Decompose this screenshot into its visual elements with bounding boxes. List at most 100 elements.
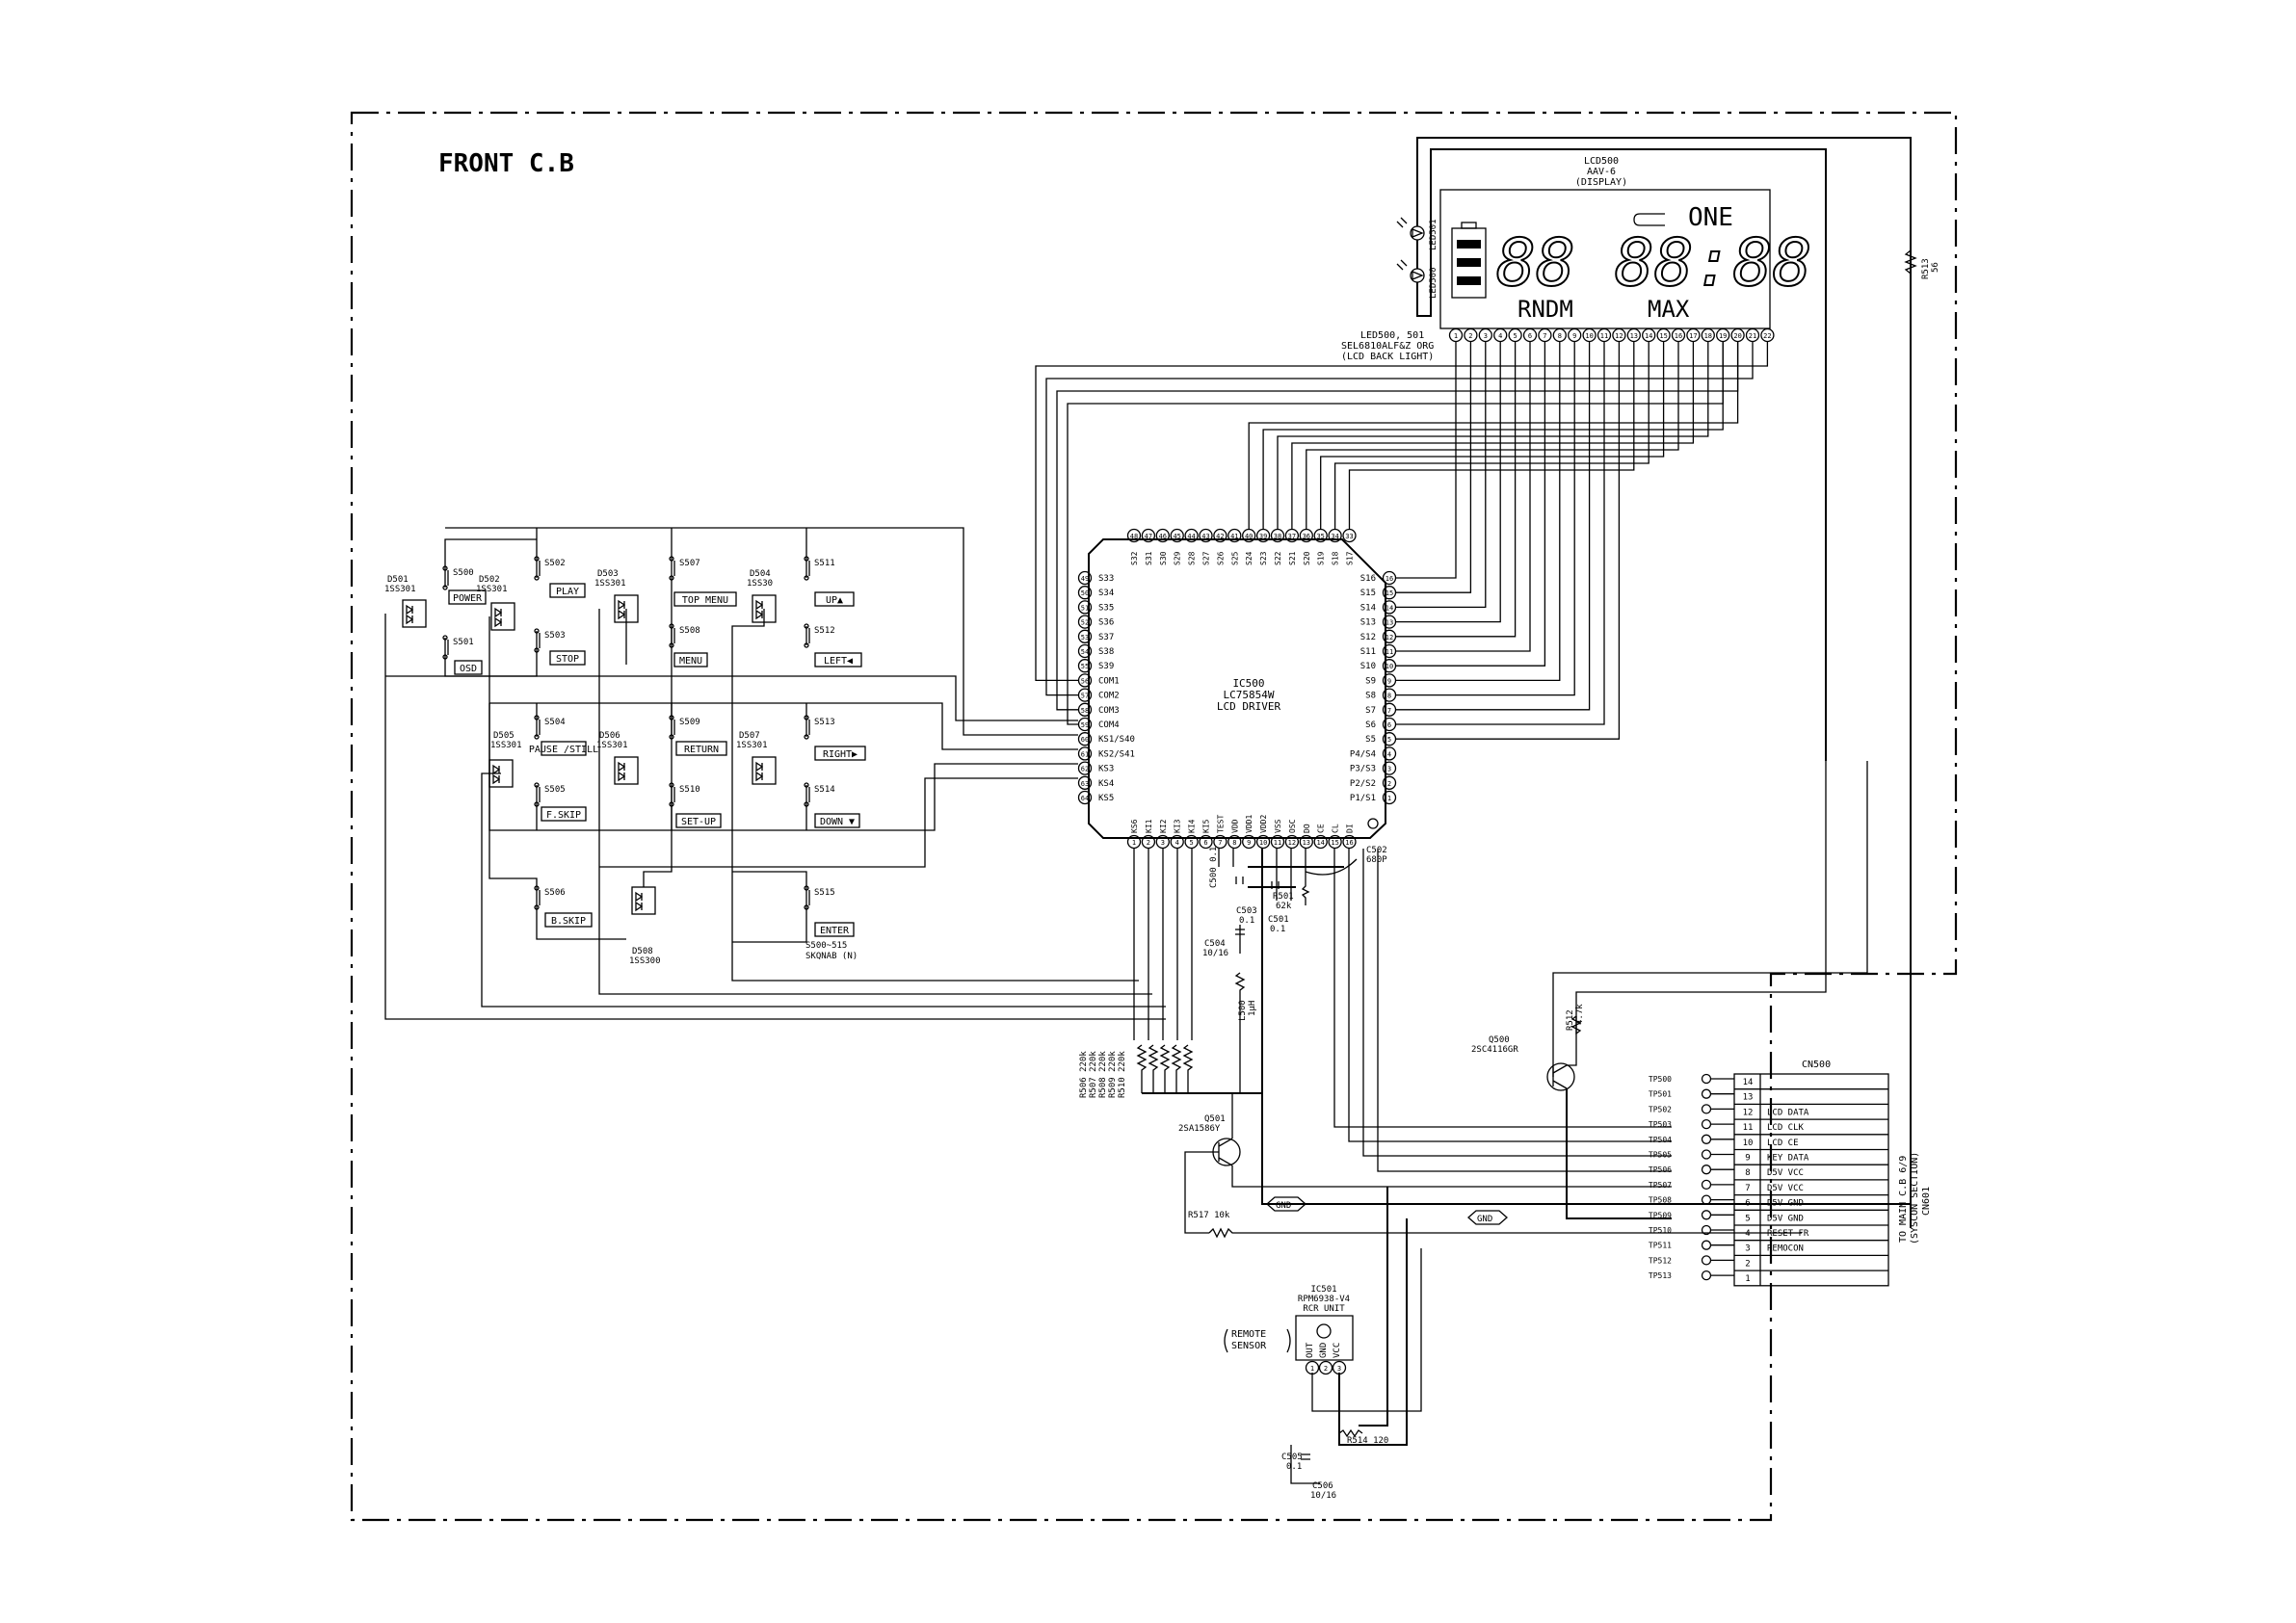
r512-val: 4.7k xyxy=(1575,1004,1585,1025)
battery-icon xyxy=(1451,222,1487,299)
cn500-pin-11: 11 xyxy=(1743,1123,1754,1133)
lcd-pin-18-circle xyxy=(1701,327,1715,343)
bank-resistor-1 xyxy=(1148,1044,1159,1093)
ic500-top-pin-S19: S19 xyxy=(1317,551,1326,565)
switch-s500-node-b xyxy=(442,585,448,590)
ic500-top-pin-num-4-circle xyxy=(1184,528,1199,543)
matrix-wire-13 xyxy=(598,609,1152,995)
ic500-bottom-pin-KI1: KI1 xyxy=(1145,819,1153,833)
c502-val: 680P xyxy=(1366,855,1387,865)
switch-ref-s502: S502 xyxy=(544,559,566,568)
c503-val: 0.1 xyxy=(1239,916,1254,926)
ic500-right-pin-S12: S12 xyxy=(1360,633,1376,642)
vdd-rail-2 xyxy=(1261,1093,1672,1205)
ic500-left-pin-num-14-circle xyxy=(1077,775,1093,790)
q500-leads xyxy=(1552,1064,1568,1089)
ic500-right-pin-num-13-circle xyxy=(1382,761,1397,775)
matrix-wire-5 xyxy=(489,702,1078,750)
ic500-left-pin-COM2: COM2 xyxy=(1098,692,1120,701)
ic500-right-pin-S13: S13 xyxy=(1360,618,1376,628)
cn500-pin-9: 9 xyxy=(1745,1154,1750,1164)
diode-ref-d504: D504 xyxy=(750,569,771,579)
lcd-pin-3-circle xyxy=(1478,327,1492,343)
ic500-left-pin-num-4: 53 xyxy=(1081,634,1089,641)
signal-line-0 xyxy=(1333,849,1672,1128)
ic500-bottom-pin-VDD1: VDD1 xyxy=(1245,815,1254,833)
ic500-top-pin-S20: S20 xyxy=(1303,551,1311,565)
ic500-right-pin-S6: S6 xyxy=(1365,720,1376,730)
lcd-pin-15: 15 xyxy=(1659,332,1667,340)
cn500-tp-pad-7 xyxy=(1701,1179,1712,1191)
ic500-right-pin-P1/S1: P1/S1 xyxy=(1350,794,1376,803)
key-label-s510-box xyxy=(675,813,722,828)
key-label-s503-box xyxy=(549,650,586,666)
ic500-right-pin-S16: S16 xyxy=(1360,574,1376,584)
matrix-wire-0 xyxy=(445,527,1078,736)
cn500-signal-10: LCD CE xyxy=(1767,1139,1799,1148)
wire-seg-5 xyxy=(1396,342,1531,652)
wire-seg-2 xyxy=(1396,342,1487,609)
wire-seg-8 xyxy=(1396,342,1575,696)
ic500-right-pin-num-3: 13 xyxy=(1386,619,1393,627)
ic500-left-pin-num-8-circle xyxy=(1077,688,1093,702)
ic500-bottom-pin-KI3: KI3 xyxy=(1174,819,1182,833)
r501-ref: R501 xyxy=(1273,892,1294,902)
wire-com-1 xyxy=(1045,342,1754,696)
ic500-top-pin-S18: S18 xyxy=(1332,551,1340,565)
c502-leader xyxy=(1305,858,1358,876)
q501-ref: Q501 xyxy=(1204,1114,1226,1124)
key-label-s502: PLAY xyxy=(556,587,579,597)
lcd-pin-18: 18 xyxy=(1704,332,1712,340)
led-label-1: LED500, 501 xyxy=(1360,330,1424,341)
switch-s511-node-b xyxy=(804,575,809,581)
c505-c506 xyxy=(1290,1445,1320,1484)
ic500-bottom-pin-num-11: 12 xyxy=(1288,839,1296,847)
lcd-pin-11-circle xyxy=(1597,327,1612,343)
diode-d501-a xyxy=(406,604,414,615)
ic501-ref: IC501 xyxy=(1310,1285,1336,1295)
r513-ref: R513 xyxy=(1921,258,1931,279)
board-title: FRONT C.B xyxy=(438,149,574,178)
r501-wire xyxy=(1301,849,1310,905)
matrix-wire-2 xyxy=(444,538,537,568)
ic500-ref: IC500 xyxy=(1232,677,1264,690)
ic500-top-pin-num-3-circle xyxy=(1170,528,1184,543)
ic500-top-pin-S28: S28 xyxy=(1188,551,1197,565)
lcd-pin-14-circle xyxy=(1642,327,1656,343)
ic501-pin-num-1-circle xyxy=(1305,1360,1320,1375)
ic500-right-pin-num-2-circle xyxy=(1382,600,1397,615)
c501-ref: C501 xyxy=(1268,915,1289,925)
ic500-left-pin-num-5: 54 xyxy=(1081,648,1089,656)
lcd-pin-16: 16 xyxy=(1675,332,1682,340)
ic500-right-pin-num-3-circle xyxy=(1382,615,1397,629)
ic500-bottom-pin-num-3: 4 xyxy=(1175,839,1179,847)
diode-d507-box xyxy=(752,756,777,785)
ic501-pin-num-2: 2 xyxy=(1324,1365,1328,1373)
ic500-left-pin-COM1: COM1 xyxy=(1098,676,1120,686)
switch-s514-node-a xyxy=(804,782,809,788)
ic500-right-pin-num-5-circle xyxy=(1382,643,1397,659)
cn500-tp-5: TP505 xyxy=(1649,1151,1672,1160)
ic500-top-pin-num-11-circle xyxy=(1284,528,1300,543)
ic500-bottom-pin-num-5: 6 xyxy=(1203,839,1207,847)
ic500-left-pin-KS5: KS5 xyxy=(1098,794,1114,803)
remote-sensor: IC501 RPM6938-V4 RCR UNIT REMOTE SENSOR … xyxy=(1224,1285,1354,1501)
bank-resistor-2 xyxy=(1159,1044,1171,1093)
lcd-pin-10-circle xyxy=(1582,327,1597,343)
ic500-right-pin-num-14: 2 xyxy=(1387,780,1391,788)
ic500-top-pin-num-12: 36 xyxy=(1303,533,1310,540)
lcd-pin-8-circle xyxy=(1552,327,1567,343)
cn500-dest-1: TO MAIN C.B 6/9 xyxy=(1898,1156,1909,1243)
board-border xyxy=(350,111,1958,1522)
switch-ref-s510: S510 xyxy=(679,785,700,795)
diode-d507-a xyxy=(755,761,764,772)
lcd-display: LCD500 AAV-6 (DISPLAY) 88 88:88 ONE RNDM… xyxy=(1439,156,1813,343)
ic500-bottom-pin-num-2: 3 xyxy=(1161,839,1165,847)
cn500-tp-11: TP511 xyxy=(1649,1242,1672,1250)
ic500-right-pin-num-1: 15 xyxy=(1386,589,1393,597)
ic500-left-pin-S33: S33 xyxy=(1098,574,1114,584)
cn500-pin-7: 7 xyxy=(1745,1184,1750,1193)
ic500-right-pin-num-4: 12 xyxy=(1386,634,1393,641)
